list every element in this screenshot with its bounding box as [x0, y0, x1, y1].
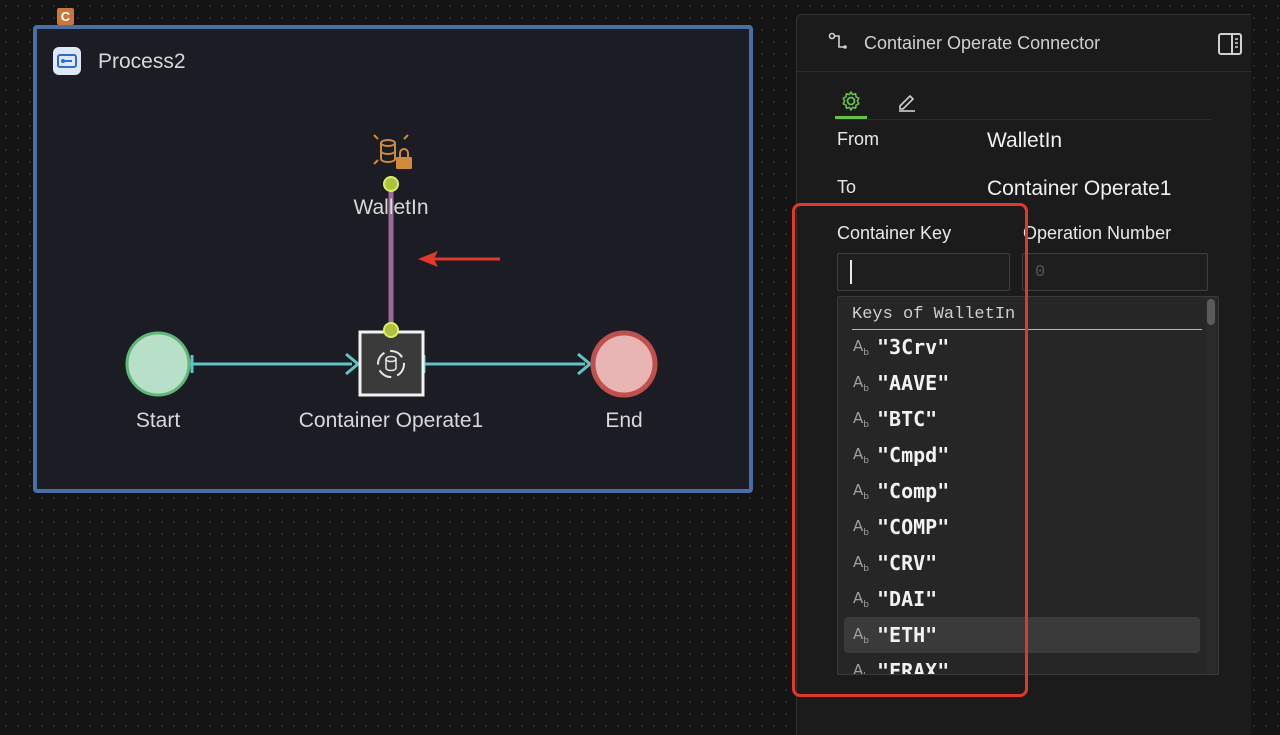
operation-number-label: Operation Number: [1023, 223, 1172, 243]
string-type-icon: Ab: [853, 588, 869, 610]
wallet-database-icon[interactable]: [373, 134, 412, 169]
connector-icon: [828, 32, 848, 57]
port-target[interactable]: [383, 322, 399, 338]
process-title: Process2: [98, 50, 186, 73]
operation-number-input[interactable]: 0: [1022, 253, 1208, 291]
text-caret: [850, 260, 852, 284]
string-type-icon: Ab: [853, 480, 869, 502]
dropdown-key-item[interactable]: Ab "COMP": [853, 515, 950, 539]
start-node[interactable]: [125, 331, 191, 397]
scroll-thumb[interactable]: [1207, 299, 1215, 325]
string-type-icon: Ab: [853, 336, 869, 358]
port-source[interactable]: [383, 176, 399, 192]
end-label: End: [605, 409, 642, 432]
from-value: WalletIn: [987, 129, 1063, 152]
panel-tabs: [835, 85, 1211, 120]
dropdown-key-item[interactable]: Ab "3Crv": [853, 335, 950, 359]
dropdown-key-item[interactable]: Ab "Cmpd": [853, 443, 950, 467]
string-type-icon: Ab: [853, 444, 869, 466]
dropdown-key-item[interactable]: Ab "Comp": [853, 479, 950, 503]
dropdown-key-item[interactable]: Ab "CRV": [853, 551, 938, 575]
panel-title: Container Operate Connector: [864, 33, 1101, 53]
string-type-icon: Ab: [853, 660, 869, 675]
canvas-badge: C: [57, 8, 74, 25]
keys-dropdown[interactable]: Keys of WalletIn Ab "3Crv" Ab "AAVE" Ab …: [837, 296, 1219, 675]
annotation-arrow: [418, 251, 500, 267]
dropdown-key-item[interactable]: Ab "FRAX": [844, 653, 1200, 675]
to-value: Container Operate1: [987, 177, 1172, 200]
string-type-icon: Ab: [853, 624, 869, 646]
to-label: To: [837, 177, 857, 197]
pencil-icon: [899, 94, 915, 112]
wallet-label: WalletIn: [353, 196, 428, 219]
process-icon: [53, 47, 81, 75]
string-type-icon: Ab: [853, 516, 869, 538]
start-label: Start: [136, 409, 181, 432]
dropdown-key-item-highlighted[interactable]: Ab "ETH": [844, 617, 1200, 653]
dropdown-key-item[interactable]: Ab "BTC": [853, 407, 938, 431]
tab-settings[interactable]: [835, 85, 867, 119]
container-key-input[interactable]: [837, 253, 1010, 291]
gear-icon: [842, 91, 860, 111]
properties-panel: Container Operate Connector From: [796, 14, 1251, 735]
from-label: From: [837, 129, 879, 149]
panel-header: Container Operate Connector: [797, 15, 1251, 72]
container-operate-label: Container Operate1: [299, 409, 483, 432]
dropdown-key-item[interactable]: Ab "AAVE": [853, 371, 950, 395]
end-node[interactable]: [590, 330, 658, 398]
string-type-icon: Ab: [853, 552, 869, 574]
string-type-icon: Ab: [853, 408, 869, 430]
dropdown-header: Keys of WalletIn: [852, 305, 1202, 330]
container-operate-node[interactable]: [358, 330, 425, 397]
dropdown-scrollbar[interactable]: [1206, 297, 1216, 674]
process-diagram: Start End Container Operate1 WalletIn: [125, 134, 658, 432]
sidebar-toggle-icon[interactable]: [1217, 31, 1243, 62]
tab-edit[interactable]: [891, 85, 923, 117]
string-type-icon: Ab: [853, 372, 869, 394]
dropdown-key-item[interactable]: Ab "DAI": [853, 587, 938, 611]
container-key-label: Container Key: [837, 223, 952, 243]
operation-number-placeholder: 0: [1035, 262, 1046, 282]
